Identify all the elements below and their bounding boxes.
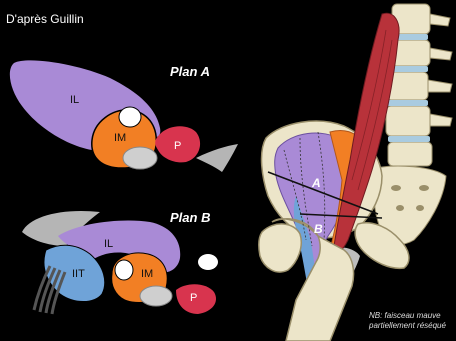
- plan-b-white-oval-left: [115, 260, 133, 280]
- plan-b-title: Plan B: [170, 210, 210, 225]
- plan-b-label-p: P: [190, 292, 197, 304]
- plan-a-bone-wedge: [196, 144, 238, 172]
- plan-a-label-im: IM: [114, 132, 126, 144]
- anatomy-label-a: A: [312, 176, 321, 190]
- plan-a-label-p: P: [174, 140, 181, 152]
- plan-b-section-drawing: [22, 211, 218, 314]
- nb-note-line-2: partiellement réséqué: [369, 321, 446, 331]
- credit-text: D'après Guillin: [6, 12, 84, 26]
- nb-note: NB: faisceau mauve partiellement réséqué: [369, 311, 446, 331]
- nb-note-line-1: NB: faisceau mauve: [369, 311, 446, 321]
- plan-a-label-il: IL: [70, 94, 79, 106]
- plan-b-nerve-bundle: [140, 286, 172, 306]
- plan-b-label-im: IM: [141, 268, 153, 280]
- plan-b-white-oval-right: [198, 254, 218, 270]
- greater-trochanter: [259, 224, 302, 272]
- plan-a-white-oval: [119, 107, 141, 127]
- plan-a-title: Plan A: [170, 64, 210, 79]
- anatomy-label-b: B: [314, 222, 323, 236]
- plan-b-label-il: IL: [104, 238, 113, 250]
- plan-b-label-iit: IIT: [72, 268, 85, 280]
- plan-a-nerve-bundle: [123, 147, 157, 169]
- hip-anatomy-drawing: [259, 4, 452, 341]
